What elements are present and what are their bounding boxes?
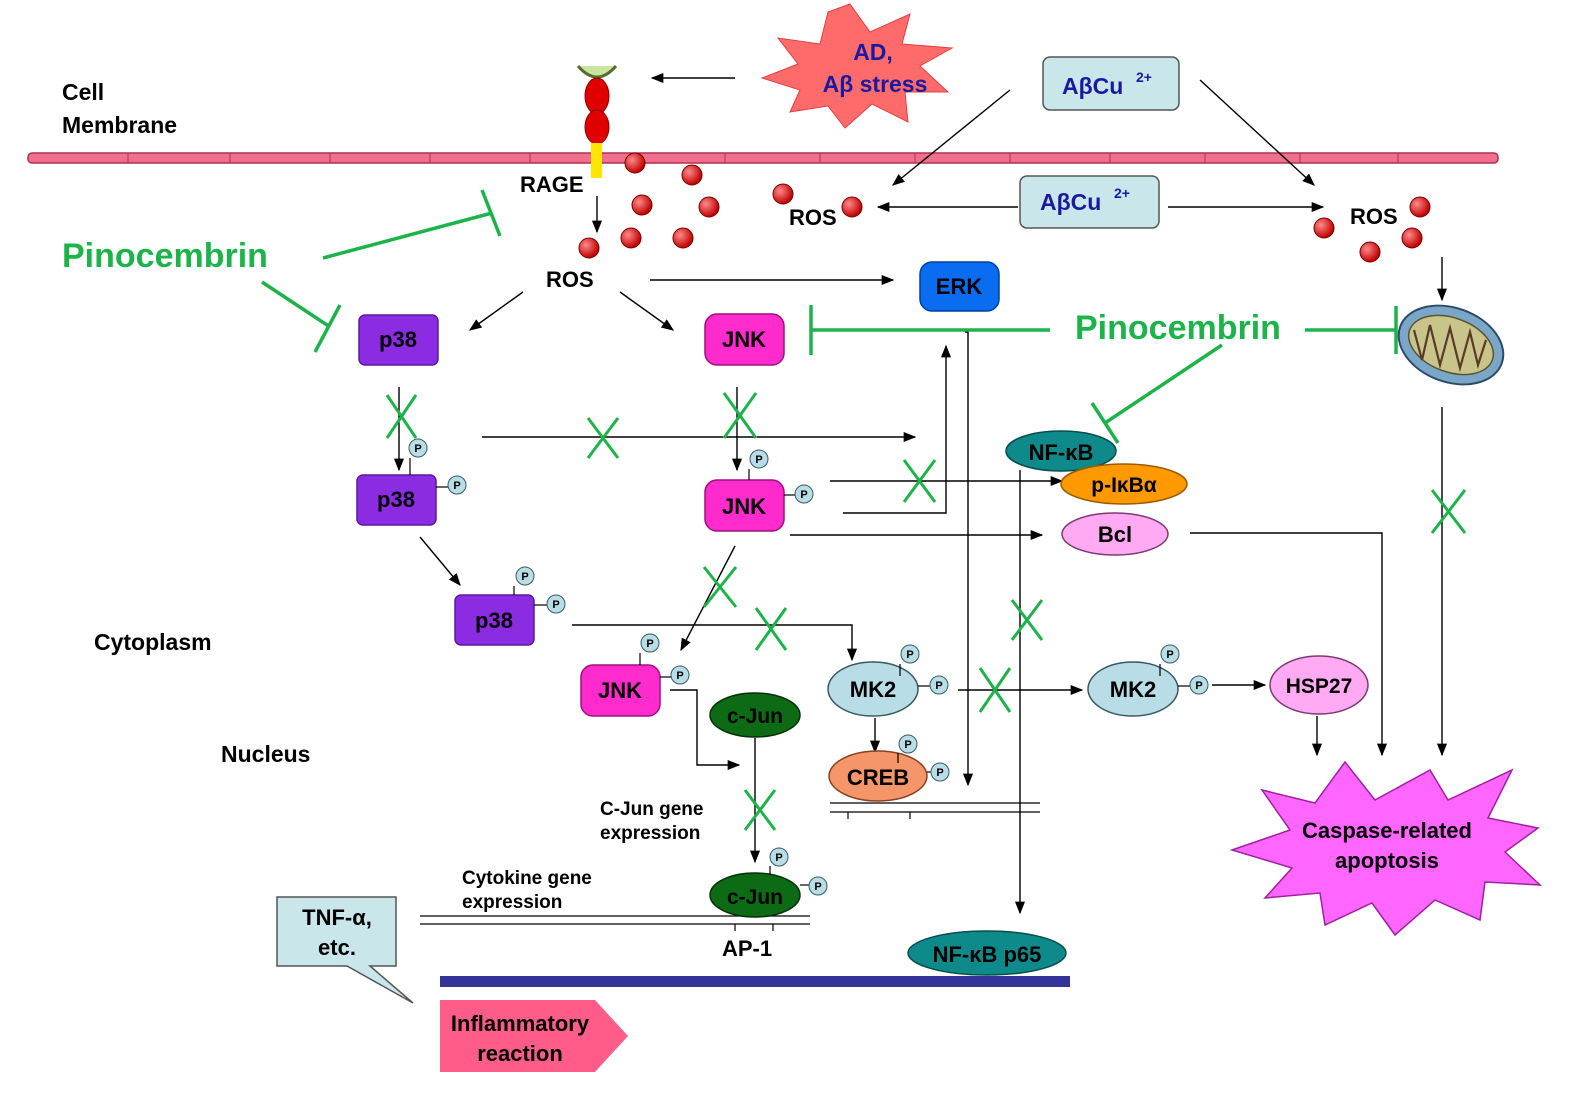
nfkb-label: NF-κB: [1029, 440, 1094, 465]
apoptosis-line2: apoptosis: [1335, 848, 1439, 873]
bcl-node: Bcl: [1061, 512, 1169, 556]
cjun-label: c-Jun: [727, 886, 783, 909]
ros-right-label: ROS: [1350, 204, 1398, 229]
p38-label: p38: [475, 608, 513, 633]
pathway-arrows: [393, 72, 1448, 915]
p38-node-phospho-2: p38: [454, 594, 535, 646]
tnf-line2: etc.: [318, 935, 356, 960]
tnf-line1: TNF-α,: [302, 905, 372, 930]
nfkb-p65-node: NF-κB p65: [907, 930, 1067, 976]
inflammatory-reaction-arrow: Inflammatory reaction: [440, 1000, 628, 1072]
jnk-node-phospho-2: JNK: [580, 664, 661, 717]
bcl-label: Bcl: [1098, 522, 1132, 547]
erk-node: ERK: [919, 261, 1000, 312]
abcu-top-box: AβCu 2+: [1042, 56, 1180, 111]
inflammatory-line2: reaction: [477, 1041, 563, 1066]
ad-stress-line1: AD,: [853, 39, 893, 65]
rage-receptor-icon: [576, 64, 618, 178]
abcu-mid-label: AβCu: [1040, 189, 1101, 215]
ros-particles: [578, 152, 1431, 263]
svg-text:P: P: [814, 881, 821, 893]
p38-node-phospho-1: p38: [356, 474, 437, 526]
jnk-node-phospho-1: JNK: [704, 479, 785, 532]
cjun-node-1: c-Jun: [709, 692, 801, 738]
ros-center-label: ROS: [546, 267, 594, 292]
svg-text:P: P: [755, 454, 762, 466]
cytokine-gene-line2: expression: [462, 892, 562, 913]
apoptosis-line1: Caspase-related: [1302, 818, 1472, 843]
inhibition-x-marks: [385, 392, 1467, 831]
svg-text:P: P: [1195, 680, 1202, 692]
cell-label: Cell: [62, 79, 104, 105]
cjun-label: c-Jun: [727, 705, 783, 728]
mitochondrion-icon: [1397, 304, 1505, 386]
abcu-mid-box: AβCu 2+: [1019, 175, 1160, 229]
mk2-label: MK2: [850, 677, 896, 702]
nucleus-label: Nucleus: [221, 741, 310, 767]
svg-text:P: P: [800, 489, 807, 501]
hsp27-node: HSP27: [1269, 655, 1369, 715]
phosphate-groups: P P P P P P P P P P P P P P P P: [408, 438, 1209, 896]
creb-node: CREB: [828, 750, 928, 802]
creb-label: CREB: [847, 765, 909, 790]
p38-label: p38: [379, 327, 417, 352]
svg-text:P: P: [453, 480, 460, 492]
caspase-apoptosis-burst: [1229, 760, 1543, 937]
cjun-gene-line2: expression: [600, 823, 700, 844]
jnk-node-unphosphorylated: JNK: [704, 313, 785, 366]
mk2-node-1: MK2: [827, 661, 919, 717]
cjun-node-2-ap1: c-Jun: [709, 872, 801, 918]
pikba-label: p-IκBα: [1091, 474, 1157, 497]
pinocembrin-inhibition-lines: [261, 189, 1398, 444]
mk2-node-2: MK2: [1087, 661, 1179, 717]
cytokine-gene-line1: Cytokine gene: [462, 868, 592, 889]
jnk-label: JNK: [598, 678, 642, 703]
tnf-callout: TNF-α, etc.: [276, 896, 414, 1004]
abcu-mid-superscript: 2+: [1114, 185, 1130, 201]
ad-stress-burst: [760, 3, 954, 129]
nuclear-envelope-bar: [440, 976, 1070, 987]
svg-text:P: P: [936, 767, 943, 779]
svg-text:P: P: [906, 649, 913, 661]
membrane-label: Membrane: [62, 112, 177, 138]
rage-label: RAGE: [520, 172, 584, 197]
svg-text:P: P: [676, 670, 683, 682]
svg-text:P: P: [521, 571, 528, 583]
mk2-label: MK2: [1110, 677, 1156, 702]
hsp27-label: HSP27: [1286, 675, 1353, 698]
pinocembrin-right-label: Pinocembrin: [1075, 309, 1281, 347]
ad-stress-line2: Aβ stress: [823, 71, 928, 97]
ros-membrane-label: ROS: [789, 205, 837, 230]
cell-membrane: [27, 152, 1499, 164]
svg-text:P: P: [414, 443, 421, 455]
nfkb-node: NF-κB: [1005, 430, 1117, 472]
svg-text:P: P: [775, 852, 782, 864]
abcu-top-superscript: 2+: [1136, 69, 1152, 85]
p38-label: p38: [377, 487, 415, 512]
inflammatory-line1: Inflammatory: [451, 1011, 590, 1036]
jnk-label: JNK: [722, 327, 766, 352]
svg-text:P: P: [1166, 649, 1173, 661]
jnk-label: JNK: [722, 494, 766, 519]
nfkb-p65-label: NF-κB p65: [933, 942, 1042, 967]
cytoplasm-label: Cytoplasm: [94, 629, 212, 655]
erk-label: ERK: [936, 274, 983, 299]
dna-strands: [420, 802, 1040, 931]
cjun-gene-line1: C-Jun gene: [600, 799, 703, 820]
svg-text:P: P: [904, 739, 911, 751]
svg-text:P: P: [935, 680, 942, 692]
svg-text:P: P: [552, 599, 559, 611]
pinocembrin-left-label: Pinocembrin: [62, 237, 268, 275]
svg-text:P: P: [646, 638, 653, 650]
ap1-label: AP-1: [722, 936, 772, 961]
p38-node-unphosphorylated: p38: [358, 314, 439, 366]
pikba-node: p-IκBα: [1060, 463, 1188, 505]
abcu-top-label: AβCu: [1062, 73, 1123, 99]
